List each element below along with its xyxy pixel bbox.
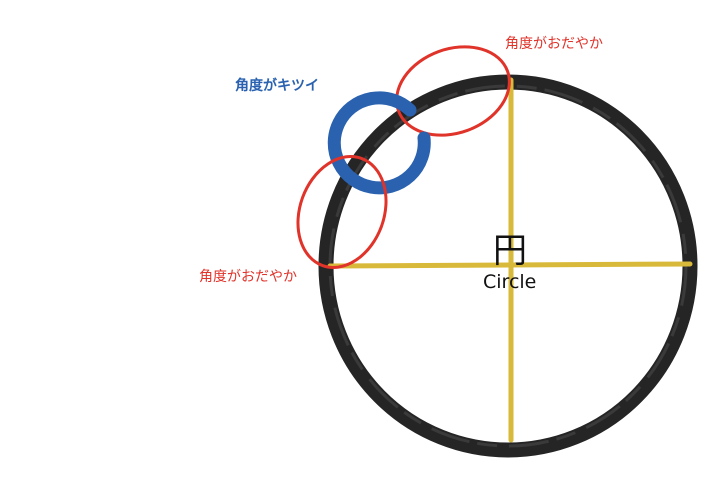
highlight-steep: [327, 91, 431, 195]
highlight-gentle-left: [296, 155, 388, 269]
label-gentle-left: 角度がおだやか: [199, 269, 297, 285]
center-english: Circle: [483, 271, 537, 293]
highlight-gentle-top: [395, 45, 511, 137]
center-kanji: 円: [493, 231, 527, 271]
label-gentle-top: 角度がおだやか: [505, 36, 603, 52]
label-steep: 角度がキツイ: [235, 78, 319, 94]
